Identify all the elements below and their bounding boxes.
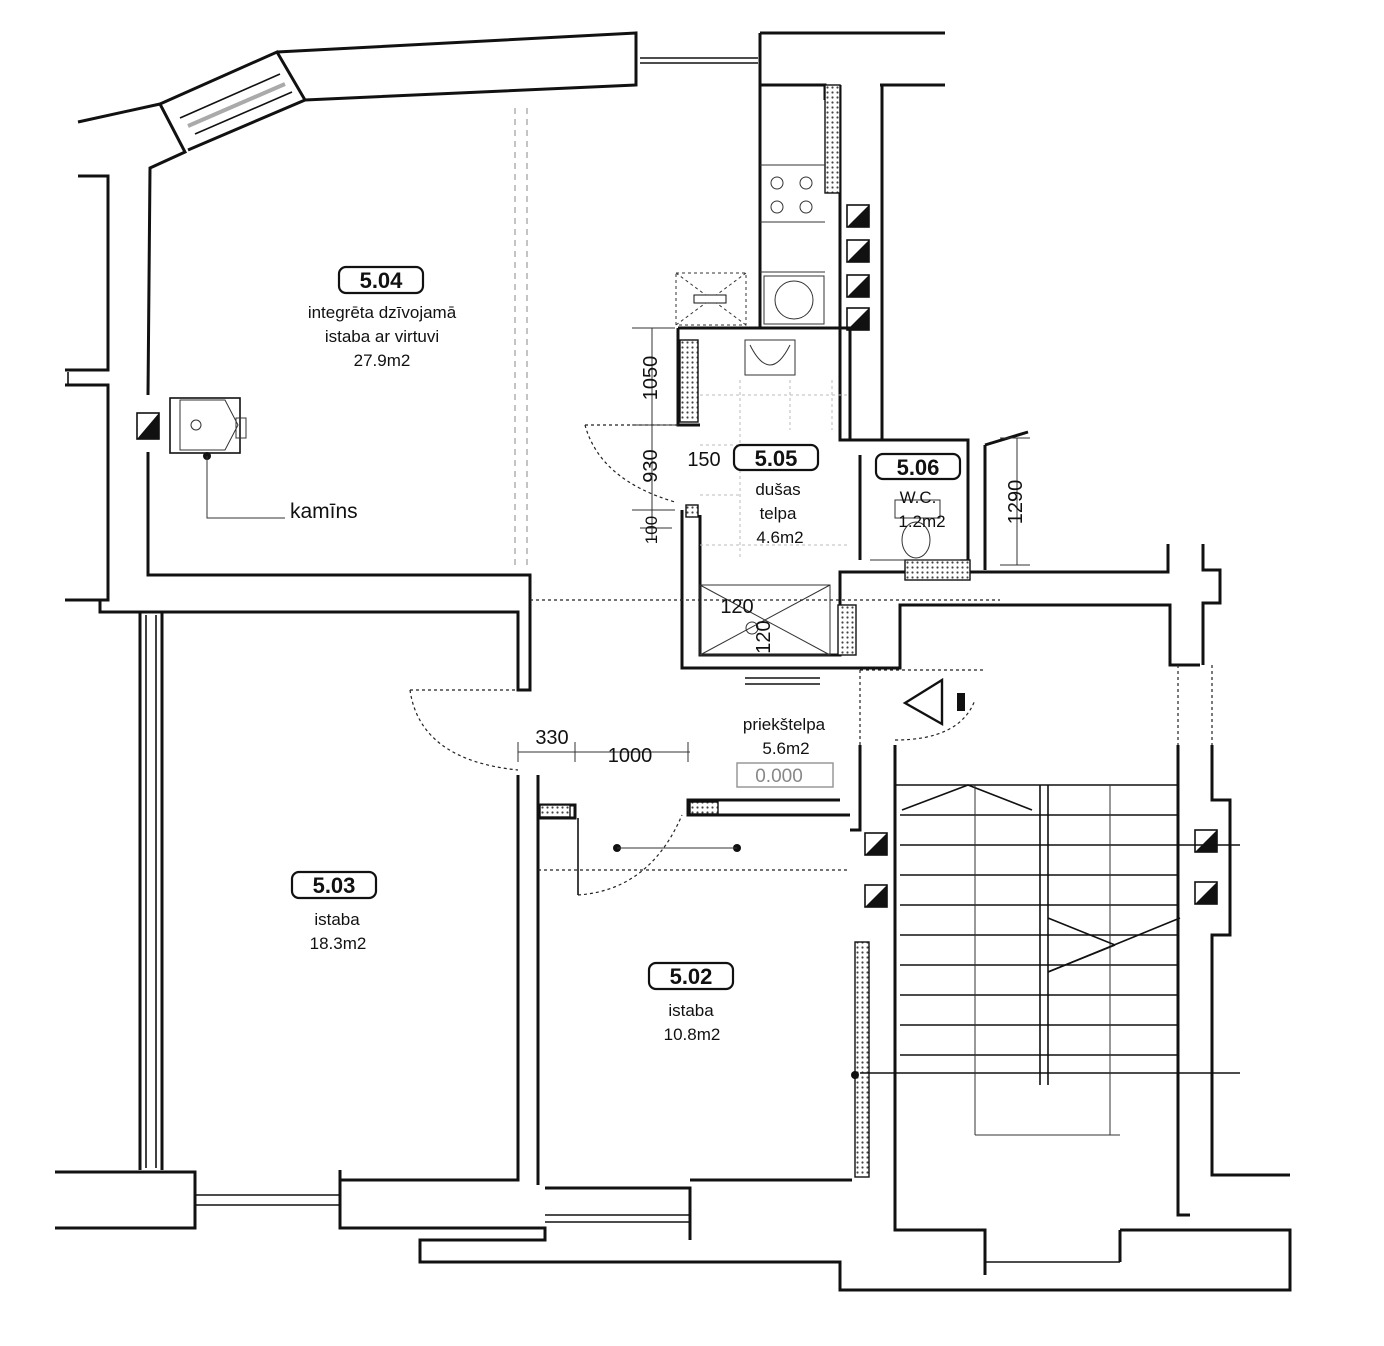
room-name: dušas: [755, 480, 800, 499]
room-area: 5.6m2: [762, 739, 809, 758]
hall-label: priekštelpa 5.6m2 0.000: [743, 715, 826, 787]
shaft-icon: [864, 832, 888, 856]
shower-tray-icon: [699, 584, 831, 656]
room-area: 27.9m2: [354, 351, 411, 370]
dimension-label: 1290: [1005, 480, 1027, 525]
room-502-label: 5.02 istaba 10.8m2: [664, 964, 721, 1044]
room-id: 5.02: [670, 964, 713, 989]
hatched-partitions: [539, 84, 971, 1178]
dimension-label: 930: [640, 449, 662, 482]
room-tags: [290, 265, 962, 991]
staircase: [851, 677, 1240, 1136]
entrance-arrow-icon: [902, 677, 965, 727]
room-506-label: 5.06 W.C. 1.2m2: [897, 455, 946, 531]
dimension-label: 100: [642, 516, 661, 544]
walls: [55, 31, 1292, 1292]
stove-icon: [770, 176, 813, 214]
shaft-icon: [846, 204, 870, 228]
room-area: 18.3m2: [310, 934, 367, 953]
dimension-label: 120: [720, 596, 753, 618]
room-505-label: 5.05 dušas telpa 4.6m2: [755, 446, 804, 547]
fireplace: [169, 397, 285, 519]
sink-icon: [763, 275, 825, 325]
dimension-label: 330: [535, 727, 568, 749]
ventilation-shafts: [136, 204, 1218, 908]
room-name: W.C.: [900, 488, 937, 507]
shaft-icon: [846, 239, 870, 263]
dimension-label: 120: [753, 620, 775, 653]
room-504-label: 5.04 integrēta dzīvojamā istaba ar virtu…: [308, 268, 457, 370]
dimension-lines: [517, 327, 1030, 762]
shaft-icon: [846, 274, 870, 298]
room-area: 1.2m2: [898, 512, 945, 531]
floor-level: 0.000: [755, 766, 803, 787]
room-id: 5.03: [313, 873, 356, 898]
shaft-icon: [864, 884, 888, 908]
shaft-icon: [846, 307, 870, 331]
room-name: istaba: [314, 910, 360, 929]
room-503-label: 5.03 istaba 18.3m2: [310, 873, 367, 953]
room-id: 5.04: [360, 268, 404, 293]
kitchen-fixtures: [514, 108, 825, 570]
room-id: 5.05: [755, 446, 798, 471]
room-name: priekštelpa: [743, 715, 826, 734]
dimension-label: 1050: [640, 356, 662, 401]
room-area: 10.8m2: [664, 1025, 721, 1044]
appliance-icon: [675, 272, 747, 326]
dimension-label: 150: [687, 449, 720, 471]
shaft-icon: [1194, 829, 1218, 853]
room-name: integrēta dzīvojamā: [308, 303, 457, 322]
room-name: istaba ar virtuvi: [325, 327, 439, 346]
room-area: 4.6m2: [756, 528, 803, 547]
shaft-icon: [1194, 881, 1218, 905]
washbasin-icon: [744, 339, 796, 376]
windows: [67, 57, 1120, 1263]
room-id: 5.06: [897, 455, 940, 480]
dimension-label: 1000: [608, 745, 653, 767]
toilet-icon: [870, 499, 960, 561]
fireplace-label: kamīns: [290, 500, 358, 523]
room-name: istaba: [668, 1001, 714, 1020]
room-name: telpa: [760, 504, 797, 523]
shaft-icon: [136, 412, 160, 440]
